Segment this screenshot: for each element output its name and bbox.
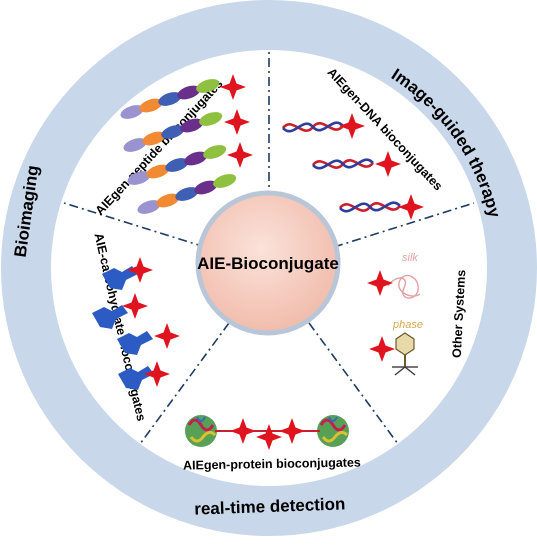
- phage-icon: [392, 332, 418, 376]
- divider-right: [333, 202, 475, 248]
- peptide-chain-icon: [127, 145, 227, 185]
- protein-structure-left: [185, 415, 217, 447]
- four-point-star-icon: [369, 336, 395, 362]
- peptide-chain-icon: [123, 112, 223, 152]
- four-point-star-icon: [227, 142, 253, 168]
- peptide-chains: [120, 79, 237, 214]
- silk-label: silk: [402, 252, 418, 264]
- four-point-star-icon: [224, 109, 250, 135]
- phase-label: phase: [392, 319, 423, 331]
- peptide-chain-icon: [120, 79, 220, 119]
- carbohydrate-icon: [102, 266, 138, 290]
- dna-helix-icon: [338, 201, 401, 213]
- four-point-star-icon: [230, 418, 256, 444]
- four-point-star-icon: [127, 257, 153, 283]
- four-point-star-icon: [144, 361, 170, 387]
- dna-helix-icon: [281, 121, 344, 133]
- dna-helix-icon: [311, 158, 374, 170]
- divider-lower-right: [308, 322, 399, 445]
- carbohydrate-icon: [117, 331, 153, 355]
- dna-helices: [281, 121, 401, 213]
- peptide-chain-icon: [137, 174, 237, 214]
- protein-structure-right: [317, 415, 349, 447]
- center-title: AIE-Bioconjugate: [197, 254, 339, 273]
- carbohydrate-molecules: [92, 266, 154, 390]
- four-point-star-icon: [367, 270, 393, 296]
- divider-lower-left: [139, 322, 230, 445]
- four-point-star-icon: [398, 194, 424, 220]
- four-point-star-icon: [279, 418, 305, 444]
- sector-label-other: Other Systems: [450, 269, 469, 358]
- four-point-star-icon: [154, 323, 180, 349]
- sector-label-protein: AIEgen-protein bioconjugates: [183, 455, 361, 472]
- four-point-star-icon: [122, 293, 148, 319]
- aiegen-stars: [122, 74, 424, 450]
- four-point-star-icon: [256, 424, 282, 450]
- center-circle: [195, 190, 341, 336]
- carbohydrate-icon: [92, 305, 128, 329]
- silk-thread-icon: [387, 274, 421, 299]
- four-point-star-icon: [220, 74, 246, 100]
- sector-dividers: [63, 52, 475, 445]
- four-point-star-icon: [375, 151, 401, 177]
- divider-left: [63, 202, 206, 248]
- four-point-star-icon: [339, 113, 365, 139]
- carbohydrate-icon: [118, 366, 154, 390]
